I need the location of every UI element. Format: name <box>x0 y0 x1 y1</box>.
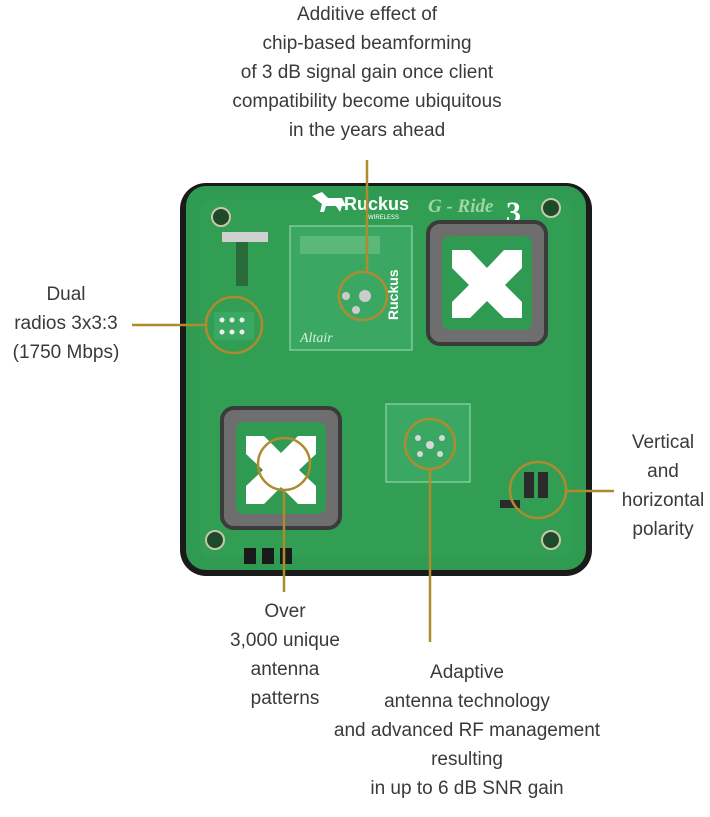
antenna-connector-top <box>222 232 268 286</box>
callout-patterns: Over 3,000 unique antenna patterns <box>230 601 340 709</box>
marker-patterns <box>256 436 312 492</box>
module-script-text: Altair <box>299 331 333 346</box>
callout-polarity: Vertical and horizontal polarity <box>621 432 705 540</box>
callout-adaptive: Adaptive antenna technology and advanced… <box>333 662 601 799</box>
mounting-holes <box>205 198 561 550</box>
callout-markers <box>132 160 614 642</box>
marker-adaptive <box>403 417 457 471</box>
board-brand-sub: WIRELESS <box>368 215 399 221</box>
x-antenna-icon <box>426 220 548 346</box>
marker-dual-radios <box>204 295 264 355</box>
dog-logo-icon <box>312 192 346 212</box>
adaptive-antenna-module <box>385 403 471 483</box>
board-brand-text: Ruckus <box>344 194 409 214</box>
x-antenna-icon <box>220 406 342 530</box>
radio-module: Ruckus Altair <box>289 225 413 351</box>
marker-beamforming <box>337 270 389 322</box>
marker-polarity <box>508 460 568 520</box>
module-brand-text: Ruckus <box>385 269 401 320</box>
callout-dual-radios: Dual radios 3x3:3 (1750 Mbps) <box>12 284 120 363</box>
board-product-text: G - Ride <box>428 196 494 217</box>
callout-beamforming: Additive effect of chip-based beamformin… <box>232 4 502 141</box>
polarity-components <box>500 472 548 508</box>
dual-radio-chips <box>214 312 254 340</box>
